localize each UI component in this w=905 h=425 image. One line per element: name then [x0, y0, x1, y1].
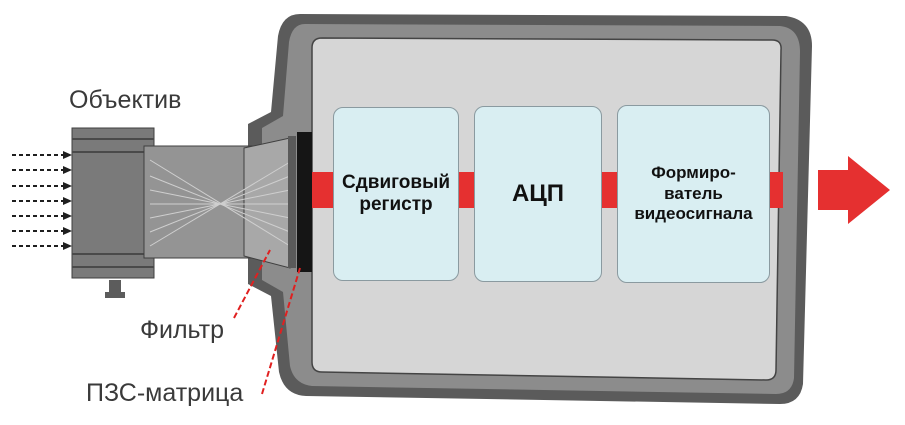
optical-rays — [149, 159, 291, 247]
connector-ccd-register — [312, 172, 334, 208]
incoming-light-arrows — [12, 154, 68, 247]
filter-label: Фильтр — [140, 316, 224, 344]
lens-label: Объектив — [69, 86, 182, 114]
adc-block: АЦП — [474, 106, 602, 282]
output-arrow — [818, 156, 890, 224]
connector-adc-former — [601, 172, 617, 208]
connector-former-out — [769, 172, 783, 208]
ccd-sensor — [297, 132, 312, 272]
video-former-block: Формиро- ватель видеосигнала — [617, 105, 770, 283]
connector-register-adc — [458, 172, 474, 208]
ccd-label: ПЗС-матрица — [86, 379, 244, 407]
video-former-label: Формиро- ватель видеосигнала — [634, 163, 753, 224]
lens-mount — [143, 145, 253, 259]
adc-label: АЦП — [511, 180, 565, 207]
filter-leader-line — [233, 249, 271, 319]
lens-taper — [243, 137, 291, 269]
lens-barrel — [71, 127, 155, 279]
filter-plate — [288, 136, 296, 268]
ccd-leader-line — [261, 267, 301, 395]
shift-register-block: Сдвиговый регистр — [333, 107, 459, 281]
shift-register-label: Сдвиговый регистр — [342, 172, 450, 215]
